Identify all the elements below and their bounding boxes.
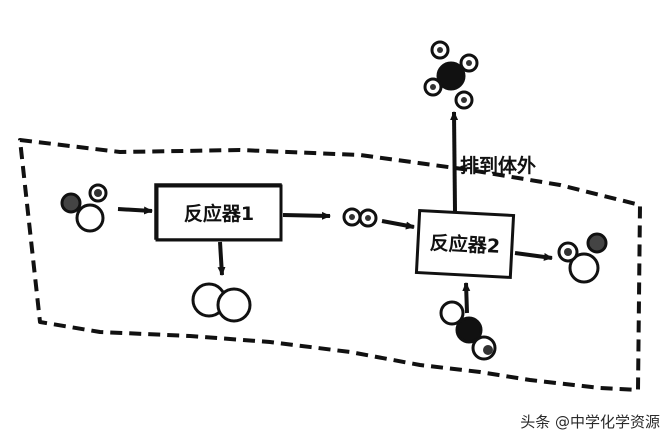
reactor-2-label: 反应器2 — [429, 231, 500, 258]
arrow-intermediate-to-reactor-2 — [381, 219, 415, 230]
lower-input-molecule — [439, 300, 497, 361]
arrow-reactor-2-to-product — [514, 251, 553, 261]
input-molecule — [60, 183, 108, 233]
reactor-2-box: 反应器2 — [414, 209, 516, 279]
product-molecule — [557, 232, 608, 284]
discharge-label: 排到体外 — [460, 154, 536, 177]
byproduct-molecule — [191, 282, 252, 323]
arrow-reactor-1-to-intermediate — [282, 211, 331, 220]
watermark: 头条 @中学化学资源 — [520, 413, 660, 431]
reactor-1-label: 反应器1 — [184, 202, 254, 225]
intermediate-molecule — [342, 207, 378, 228]
arrow-reactor-2-to-excreted — [450, 111, 459, 212]
reactor-1-box: 反应器1 — [154, 183, 283, 242]
dashed-boundary — [18, 138, 642, 392]
excreted-molecule — [423, 40, 479, 110]
arrow-reactor-1-to-byproduct — [217, 241, 226, 276]
arrow-input-to-reactor-1 — [117, 206, 153, 215]
arrow-lower-molecule-to-reactor-2 — [462, 282, 471, 314]
